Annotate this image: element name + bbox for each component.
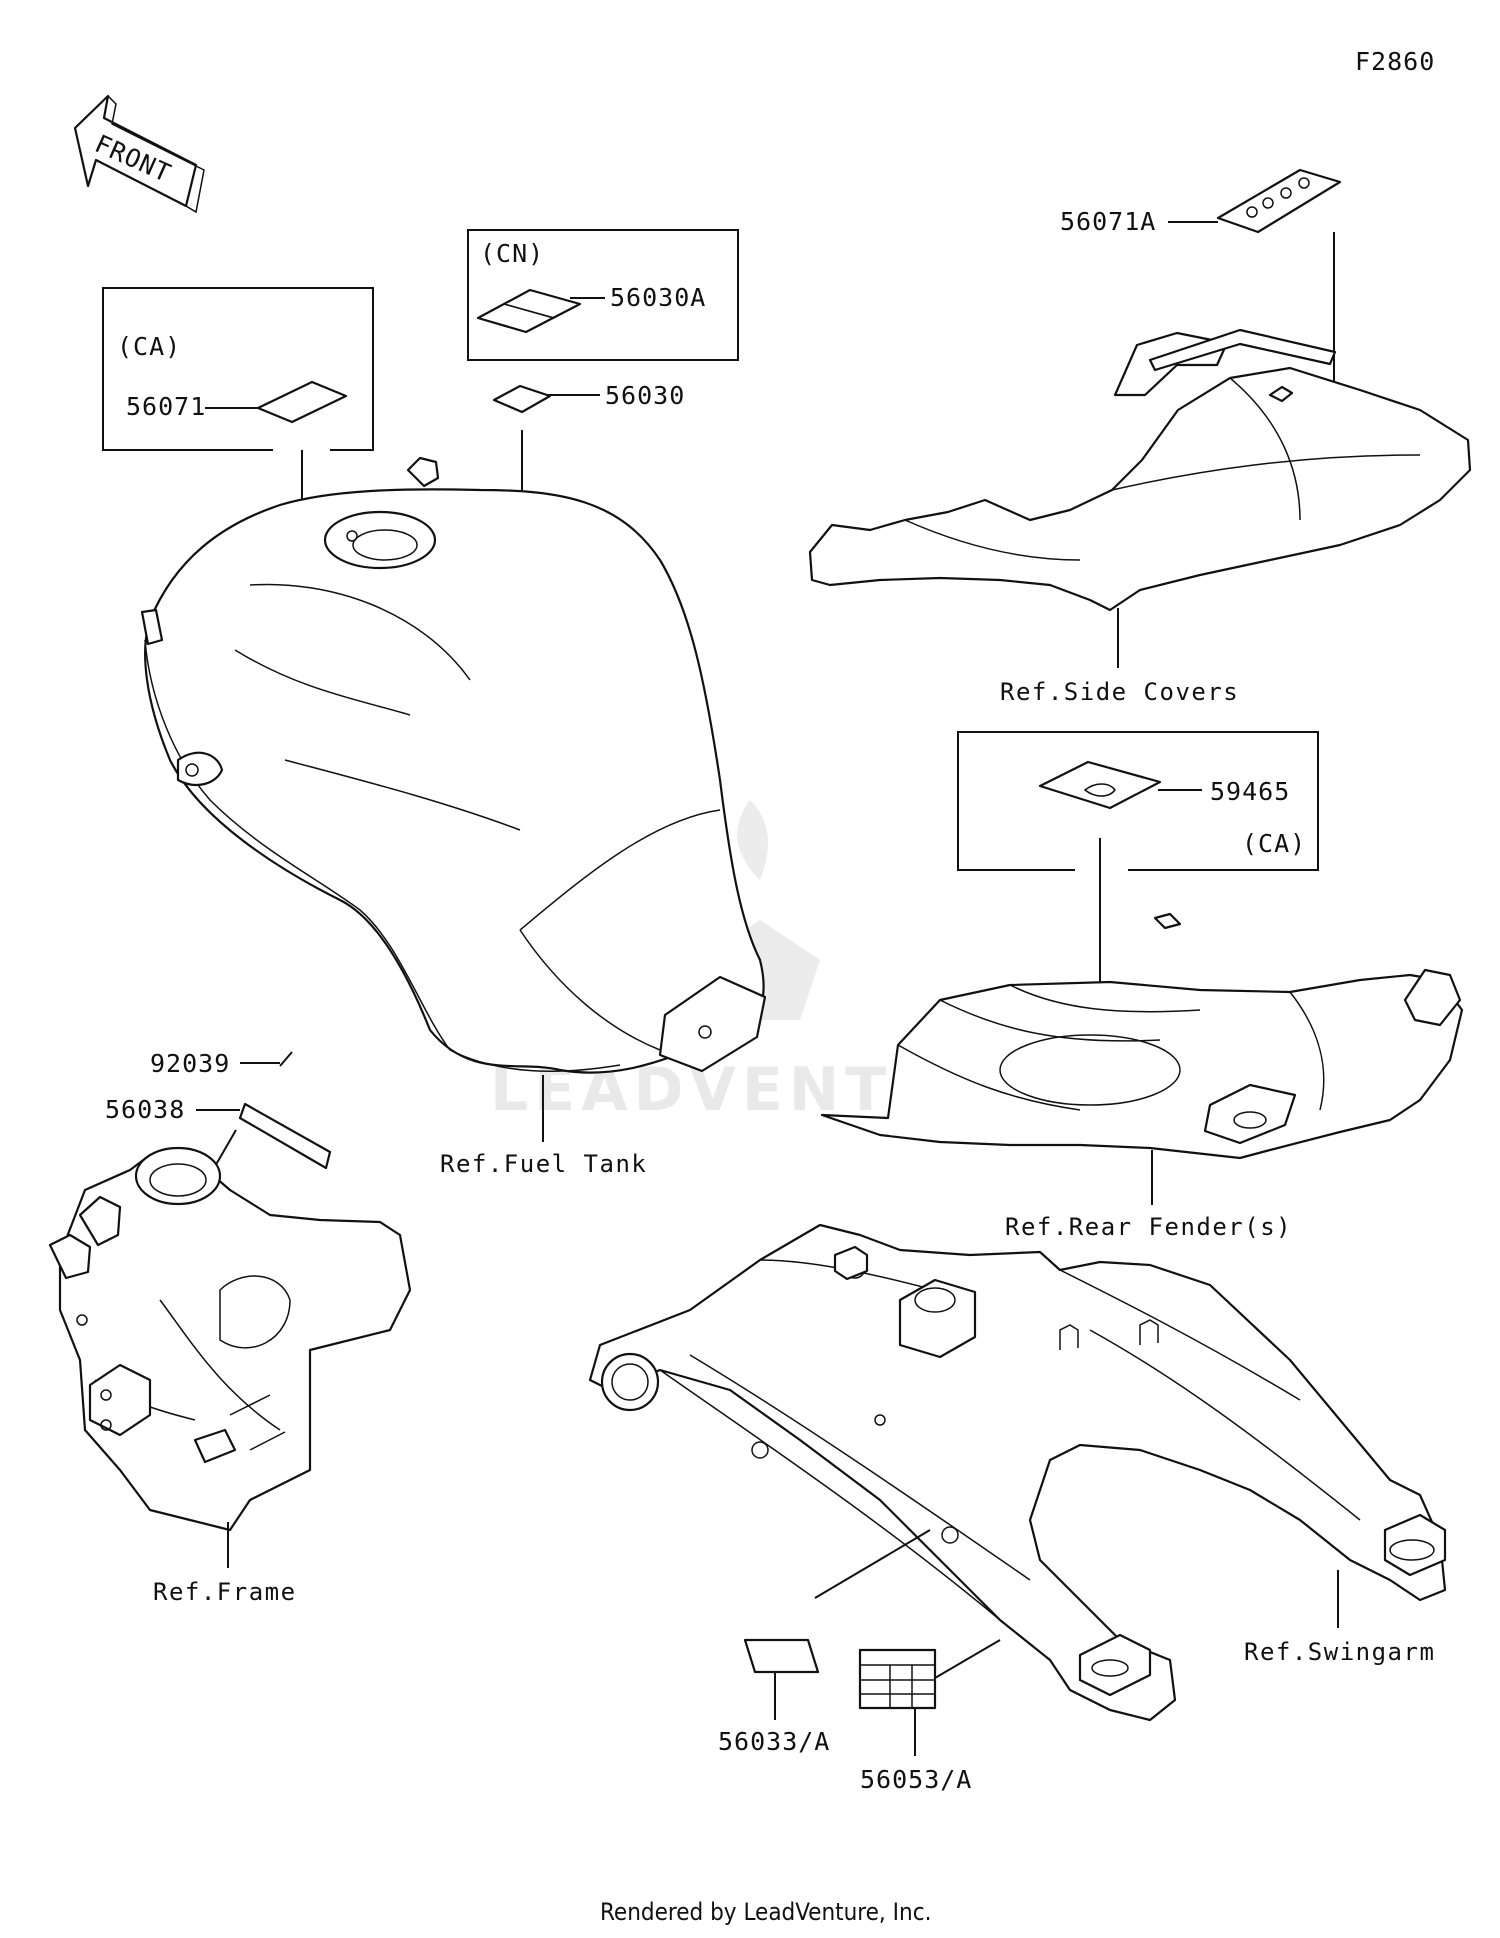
- label-sticker-56071: [256, 380, 348, 424]
- frame-illustration: [48, 1146, 412, 1532]
- part-92039: 92039: [150, 1049, 230, 1078]
- credit-text: Rendered by LeadVenture, Inc.: [600, 1898, 931, 1926]
- callout-box-cn-56030a: (CN) 56030A: [467, 229, 739, 361]
- swingarm-illustration: [588, 1223, 1447, 1722]
- box-cn-part: 56030A: [610, 283, 706, 312]
- ref-swingarm: Ref.Swingarm: [1244, 1638, 1435, 1666]
- part-56038: 56038: [105, 1095, 185, 1124]
- rear-fender-illustration: [820, 912, 1464, 1160]
- label-sticker-56071a: [1216, 168, 1342, 234]
- box-ca-right-part: 59465: [1210, 777, 1290, 806]
- box-ca-left-part: 56071: [126, 392, 206, 421]
- front-direction-arrow-icon: FRONT: [73, 94, 205, 214]
- callout-92039-56038: 92039 56038: [105, 1049, 332, 1176]
- label-sticker-56030: [492, 384, 552, 414]
- box-ca-left-region: (CA): [117, 332, 181, 361]
- ref-fuel-tank: Ref.Fuel Tank: [440, 1150, 647, 1178]
- label-sticker-56053a: [858, 1648, 937, 1710]
- callout-box-ca-59465: 59465 (CA): [957, 731, 1319, 1108]
- label-sticker-59465: [1038, 760, 1162, 810]
- figure-code: F2860: [1355, 47, 1435, 76]
- band-56038: [238, 1102, 332, 1170]
- ref-rear-fender: Ref.Rear Fender(s): [1005, 1213, 1292, 1241]
- callout-56033a: 56033/A: [718, 1529, 931, 1756]
- ref-frame: Ref.Frame: [153, 1578, 297, 1606]
- box-cn-region: (CN): [480, 239, 544, 268]
- part-56053a: 56053/A: [860, 1765, 972, 1794]
- fuel-tank-illustration: [140, 456, 767, 1074]
- side-covers-illustration: [808, 328, 1472, 612]
- box-ca-right-region: (CA): [1242, 829, 1306, 858]
- callout-56053a: 56053/A: [858, 1639, 1001, 1794]
- part-56071a: 56071A: [1060, 207, 1156, 236]
- part-56033a: 56033/A: [718, 1727, 830, 1756]
- part-56030: 56030: [605, 381, 685, 410]
- ref-side-covers: Ref.Side Covers: [1000, 678, 1239, 706]
- label-sticker-56033a: [743, 1638, 820, 1674]
- callout-box-ca-56071: (CA) 56071: [102, 287, 374, 518]
